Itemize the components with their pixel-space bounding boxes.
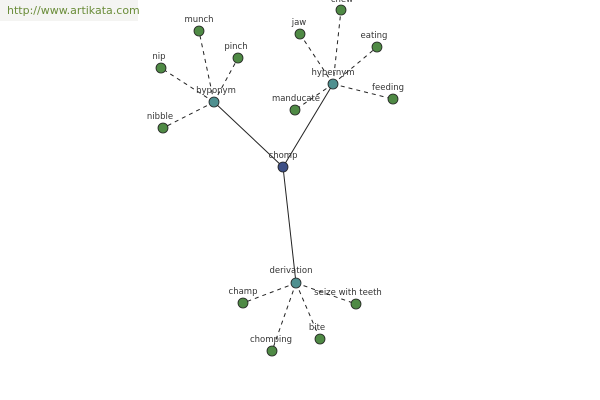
leaf-node-circle[interactable] <box>371 41 383 53</box>
leaf-node-champ[interactable]: champ <box>229 287 258 309</box>
edge-hypernym-feeding <box>332 83 394 100</box>
edge-derivation-champ <box>242 282 297 304</box>
edge-derivation-bite <box>295 282 321 340</box>
leaf-node-label: pinch <box>224 42 247 52</box>
root-node-label: chomp <box>269 151 298 161</box>
edge-hyponym-nibble <box>162 101 215 129</box>
edge-hypernym-jaw <box>299 33 334 85</box>
edge-hypernym-eating <box>332 46 378 85</box>
leaf-node-label: champ <box>229 287 258 297</box>
leaf-node-label: feeding <box>372 83 404 93</box>
leaf-node-munch[interactable]: munch <box>184 15 214 37</box>
category-node-circle[interactable] <box>290 277 302 289</box>
leaf-node-label: manducate <box>272 94 320 104</box>
site-url-link[interactable]: http://www.artikata.com <box>0 0 140 21</box>
category-node-label: derivation <box>269 266 312 276</box>
edge-chomp-hyponym <box>213 101 284 168</box>
leaf-node-label: nibble <box>147 112 173 122</box>
root-node-circle[interactable] <box>277 161 289 173</box>
leaf-node-label: jaw <box>291 18 307 28</box>
leaf-node-circle[interactable] <box>387 93 399 105</box>
category-node-circle[interactable] <box>208 96 220 108</box>
leaf-node-label: seize with teeth <box>314 288 382 298</box>
leaf-node-chew[interactable]: chew <box>331 0 353 16</box>
category-node-label: hyponym <box>196 86 236 96</box>
leaf-node-circle[interactable] <box>289 104 301 116</box>
leaf-node-label: bite <box>309 323 325 333</box>
root-node-chomp[interactable]: chomp <box>269 151 298 173</box>
leaf-node-feeding[interactable]: feeding <box>372 83 404 105</box>
leaf-node-jaw[interactable]: jaw <box>291 18 307 40</box>
edge-chomp-hypernym <box>282 83 334 168</box>
edge-chomp-derivation <box>282 166 297 284</box>
leaf-node-circle[interactable] <box>157 122 169 134</box>
leaf-node-circle[interactable] <box>294 28 306 40</box>
category-node-hyponym[interactable]: hyponym <box>196 86 236 108</box>
leaf-node-manducate[interactable]: manducate <box>272 94 320 116</box>
leaf-node-circle[interactable] <box>237 297 249 309</box>
leaf-node-nibble[interactable]: nibble <box>147 112 173 134</box>
leaf-node-label: munch <box>184 15 213 25</box>
leaf-node-circle[interactable] <box>335 4 347 16</box>
leaf-node-circle[interactable] <box>314 333 326 345</box>
graph-nodes: munch pinch nip nibble chew jaw eating feeding m… <box>147 0 404 357</box>
category-node-circle[interactable] <box>327 78 339 90</box>
leaf-node-seize-with-teeth[interactable]: seize with teeth <box>314 288 382 310</box>
leaf-node-circle[interactable] <box>350 298 362 310</box>
leaf-node-circle[interactable] <box>232 52 244 64</box>
graph-edges <box>160 9 394 352</box>
leaf-node-nip[interactable]: nip <box>152 52 167 74</box>
leaf-node-chomping[interactable]: chomping <box>250 335 292 357</box>
leaf-node-label: chomping <box>250 335 292 345</box>
leaf-node-pinch[interactable]: pinch <box>224 42 248 64</box>
edge-derivation-seize-with-teeth <box>295 282 357 305</box>
edge-hyponym-nip <box>160 67 215 103</box>
category-node-derivation[interactable]: derivation <box>269 266 313 289</box>
leaf-node-bite[interactable]: bite <box>309 323 326 345</box>
leaf-node-eating[interactable]: eating <box>361 31 388 53</box>
edge-hyponym-pinch <box>213 57 239 103</box>
leaf-node-circle[interactable] <box>193 25 205 37</box>
category-node-hypernym[interactable]: hypernym <box>311 68 355 90</box>
leaf-node-label: nip <box>152 52 165 62</box>
category-node-label: hypernym <box>311 68 354 78</box>
leaf-node-circle[interactable] <box>266 345 278 357</box>
leaf-node-label: chew <box>331 0 353 5</box>
leaf-node-circle[interactable] <box>155 62 167 74</box>
leaf-node-label: eating <box>361 31 388 41</box>
